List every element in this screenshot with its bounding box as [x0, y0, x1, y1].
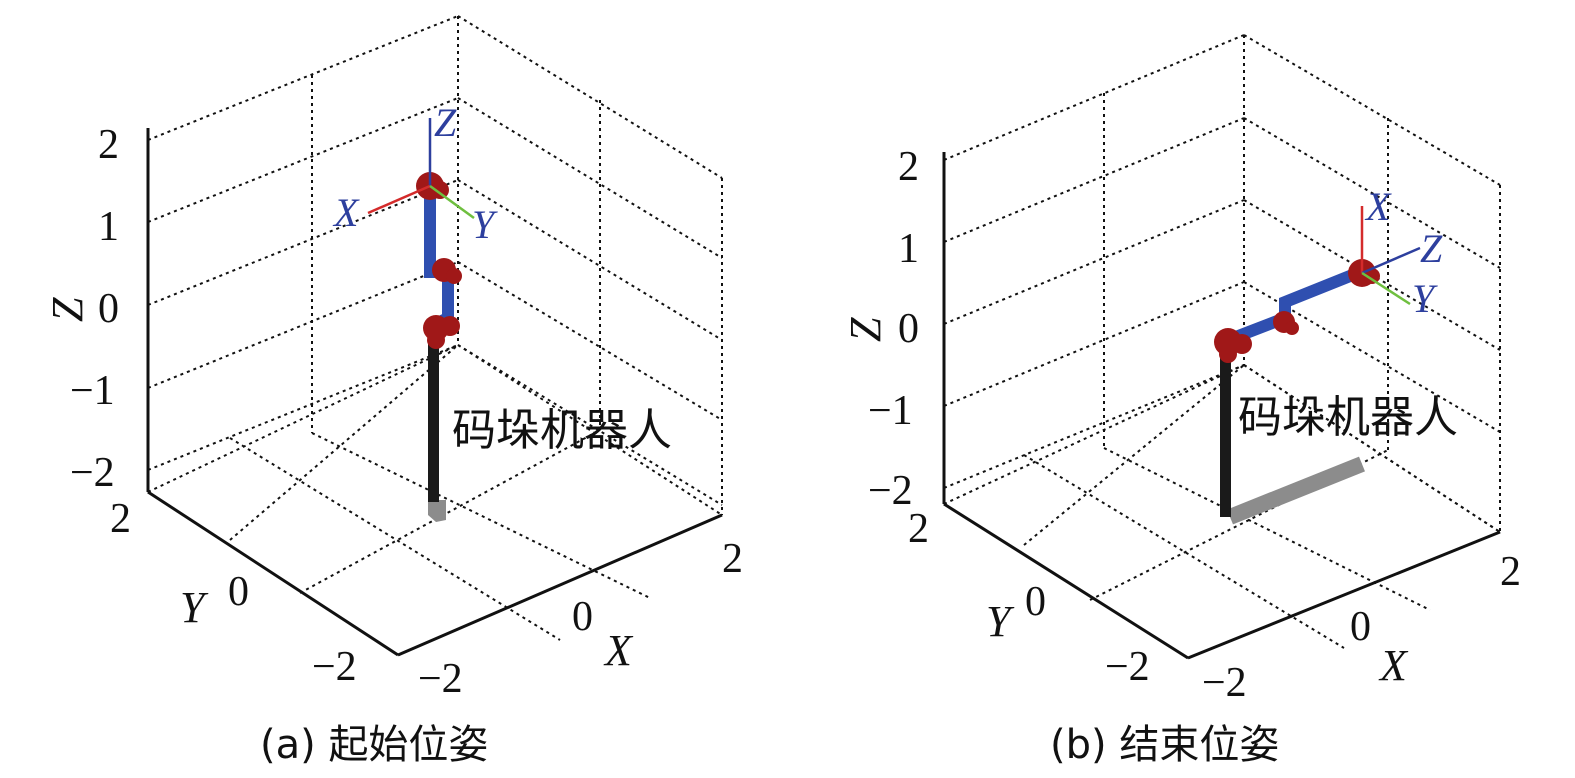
y-axis-label-a: Y — [180, 583, 209, 632]
frame-y-b — [1361, 271, 1411, 306]
x-tick-b-1: 0 — [1350, 604, 1371, 650]
z-tick-a-0: 2 — [98, 122, 119, 168]
joint-a-1 — [423, 315, 460, 349]
z-tick-a-4: −2 — [70, 450, 115, 496]
z-tick-b-2: 0 — [898, 306, 919, 352]
z-tick-a-1: 1 — [98, 204, 119, 250]
base-column-b — [1220, 345, 1231, 517]
x-axis-label-a: X — [603, 626, 634, 675]
robot-a: Z X Y — [332, 100, 498, 522]
z-tick-a-3: −1 — [70, 368, 115, 414]
y-axis-label-b: Y — [986, 597, 1015, 646]
y-tick-b-0: 2 — [908, 506, 929, 552]
y-tick-b-2: −2 — [1105, 644, 1150, 690]
joint-b-2 — [1273, 311, 1299, 335]
shadow-a — [428, 500, 446, 522]
y-tick-a-1: 0 — [228, 569, 249, 615]
z-tick-a-2: 0 — [98, 286, 119, 332]
frame-label-z-b: Z — [1420, 226, 1443, 271]
x-tick-b-2: 2 — [1500, 549, 1521, 595]
robot-b: X Z Y — [1214, 184, 1443, 525]
frame-label-y-b: Y — [1412, 276, 1438, 321]
x-axis-label-b: X — [1378, 641, 1409, 690]
frame-label-y-a: Y — [472, 202, 498, 247]
z-tick-b-3: −1 — [868, 388, 913, 434]
panel-a: 2 1 0 −1 −2 Z 2 0 −2 Y −2 0 2 X — [43, 15, 743, 768]
x-tick-a-2: 2 — [722, 536, 743, 582]
base-column-a — [428, 330, 439, 502]
x-tick-b-0: −2 — [1202, 660, 1247, 706]
frame-x-a — [367, 184, 431, 215]
caption-a: (a) 起始位姿 — [260, 722, 488, 768]
joint-a-2 — [432, 258, 462, 284]
x-tick-a-1: 0 — [572, 594, 593, 640]
z-axis-label-a: Z — [43, 297, 92, 322]
x-tick-a-0: −2 — [418, 656, 463, 702]
y-axis-b — [943, 502, 1189, 660]
link-b-1 — [1225, 266, 1363, 346]
y-axis-a — [147, 490, 399, 657]
y-tick-a-0: 2 — [110, 496, 131, 542]
frame-label-x-a: X — [332, 190, 360, 235]
frame-z-b — [1361, 246, 1421, 275]
y-tick-a-2: −2 — [312, 644, 357, 690]
z-tick-b-4: −2 — [868, 468, 913, 514]
caption-b: (b) 结束位姿 — [1050, 722, 1279, 768]
panel-b: 2 1 0 −1 −2 Z 2 0 −2 Y −2 0 2 X — [841, 34, 1521, 768]
frame-y-a — [429, 184, 475, 220]
shadow-b — [1227, 456, 1365, 525]
y-tick-b-1: 0 — [1025, 579, 1046, 625]
x-axis-b — [1187, 530, 1501, 660]
frame-label-x-b: X — [1364, 184, 1392, 229]
robot-label-b: 码垛机器人 — [1238, 392, 1458, 443]
joint-b-1 — [1214, 328, 1252, 363]
z-tick-b-0: 2 — [898, 144, 919, 190]
x-axis-a — [397, 513, 723, 657]
z-tick-b-1: 1 — [898, 226, 919, 272]
robot-label-a: 码垛机器人 — [452, 405, 672, 456]
z-axis-label-b: Z — [841, 317, 890, 342]
frame-label-z-a: Z — [434, 100, 457, 145]
